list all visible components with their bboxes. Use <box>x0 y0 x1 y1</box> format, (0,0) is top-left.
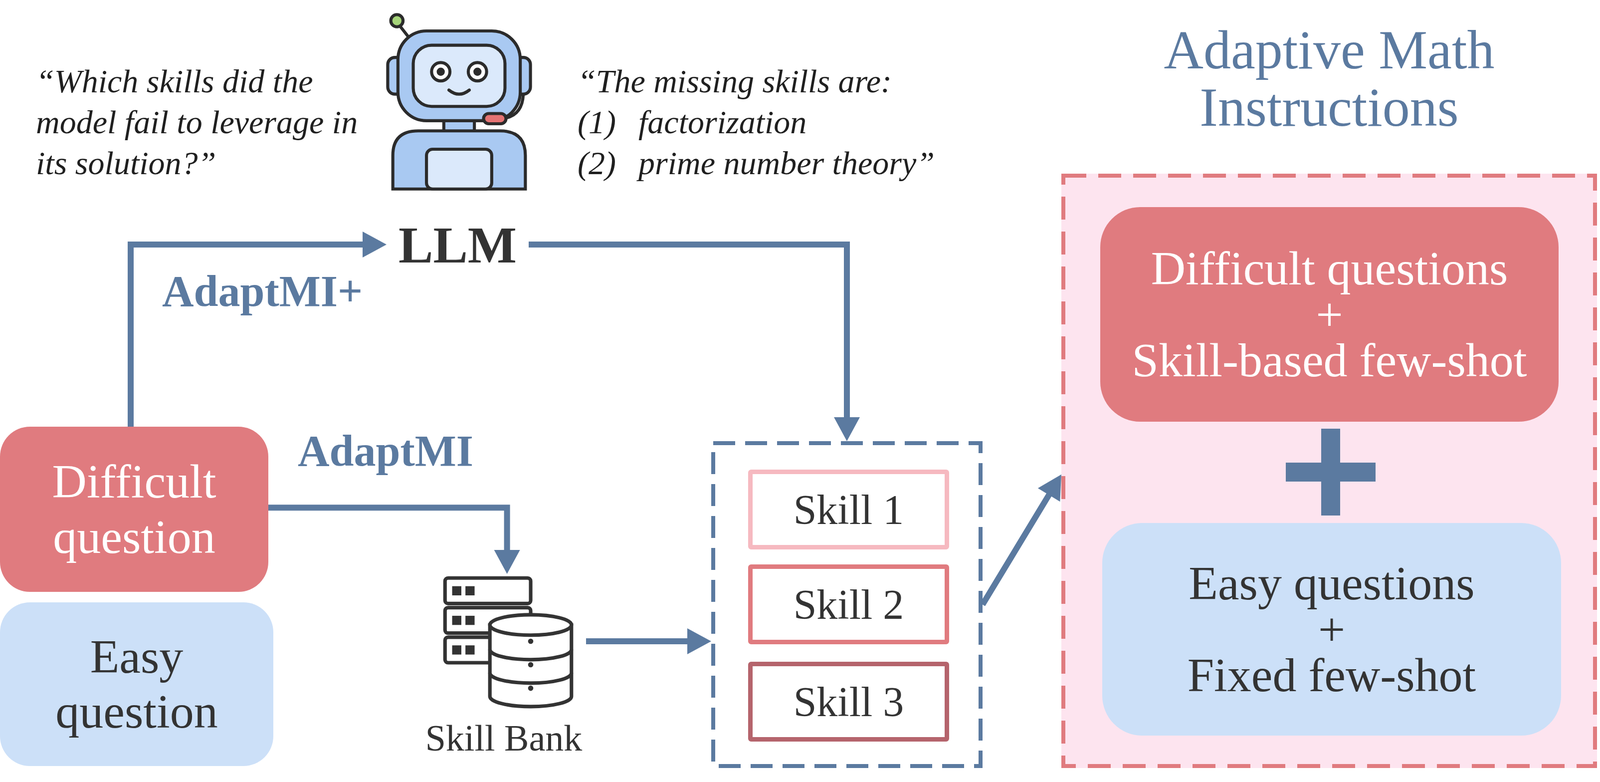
server-light <box>452 586 462 596</box>
plus-symbol <box>1285 428 1376 516</box>
question-quote: “Which skills did the model fail to leve… <box>35 60 386 184</box>
robot-head <box>398 30 521 121</box>
node-text: + <box>1315 291 1343 338</box>
server-light <box>465 615 475 625</box>
database-dot <box>528 661 534 668</box>
database-cylinder <box>489 624 572 707</box>
arrow-line <box>268 507 508 551</box>
answer-quote: prime number theory” <box>638 142 935 184</box>
dashed-border <box>713 442 981 766</box>
arrow-line <box>586 637 689 644</box>
arrow-head <box>1037 474 1062 502</box>
robot-icon <box>377 12 541 192</box>
server-light <box>452 615 462 625</box>
server-light <box>465 644 475 654</box>
dashed-border <box>1063 175 1596 766</box>
method-label: AdaptMI <box>297 428 474 473</box>
model-label-node: LLM <box>386 214 529 275</box>
arrow-head <box>494 549 521 574</box>
node-text: LLM <box>398 214 517 275</box>
node-text: Easy question <box>29 628 244 740</box>
skill-group: Skill 1 Skill 2 Skill 3 <box>711 440 983 768</box>
database-icon <box>438 571 577 710</box>
node-text: Skill 1 <box>793 485 905 534</box>
flow-arrow <box>130 231 387 427</box>
arrow-line <box>528 244 847 418</box>
flow-arrow <box>268 507 521 574</box>
node-text: Skill-based few-shot <box>1132 337 1528 384</box>
instruction-box: Easy questions+Fixed few-shot <box>1102 522 1562 736</box>
arrow-line <box>130 244 364 427</box>
arrow-head <box>833 416 860 441</box>
flow-arrow <box>528 244 860 441</box>
database-ring <box>489 672 572 683</box>
flow-arrow <box>586 627 712 654</box>
node-text: Easy questions <box>1188 560 1475 606</box>
arrow-head <box>362 231 387 258</box>
database-dot <box>528 638 534 644</box>
skill-box: Skill 1 <box>748 469 950 550</box>
robot-antenna-ball <box>391 14 404 27</box>
robot-eye <box>468 62 487 81</box>
robot-face <box>413 45 506 107</box>
server-light <box>465 586 475 596</box>
node-text: Skill 3 <box>793 677 905 726</box>
flow-arrow <box>982 474 1062 605</box>
answer-quote: (1) <box>577 101 616 143</box>
instruction-box: Difficult questions+Skill-based few-shot <box>1100 206 1559 422</box>
node-text: Skill Bank <box>425 717 583 759</box>
node-text: Skill 2 <box>793 580 905 629</box>
database-top <box>489 614 572 635</box>
node-text: Fixed few-shot <box>1187 651 1477 698</box>
answer-quote: factorization <box>638 101 807 143</box>
database-dot <box>528 685 534 691</box>
question-box: Easy question <box>0 601 274 766</box>
panel-heading: Adaptive Math Instructions <box>1061 21 1598 137</box>
arrow-head <box>687 627 712 654</box>
answer-quote: (2) <box>577 142 616 184</box>
robot-smile <box>448 89 470 94</box>
method-label: AdaptMI+ <box>162 269 363 314</box>
robot-mic <box>483 113 507 124</box>
server-light <box>452 644 462 654</box>
robot-body <box>393 130 526 189</box>
answer-quote: “The missing skills are: <box>577 60 892 102</box>
database-ring <box>489 648 572 659</box>
robot-pupil <box>473 67 482 76</box>
server-unit <box>444 577 531 603</box>
skill-box: Skill 3 <box>748 661 950 742</box>
node-text: Difficult question <box>29 453 239 565</box>
plus-bar <box>1321 428 1341 516</box>
question-box: Difficult question <box>0 426 269 592</box>
node-text: + <box>1318 605 1346 652</box>
robot-eye <box>431 62 450 81</box>
arrow-line <box>982 493 1050 605</box>
robot-pupil <box>436 67 445 76</box>
robot-chest <box>426 149 492 190</box>
node-text: Difficult questions <box>1151 245 1509 292</box>
skill-box: Skill 2 <box>748 564 950 644</box>
